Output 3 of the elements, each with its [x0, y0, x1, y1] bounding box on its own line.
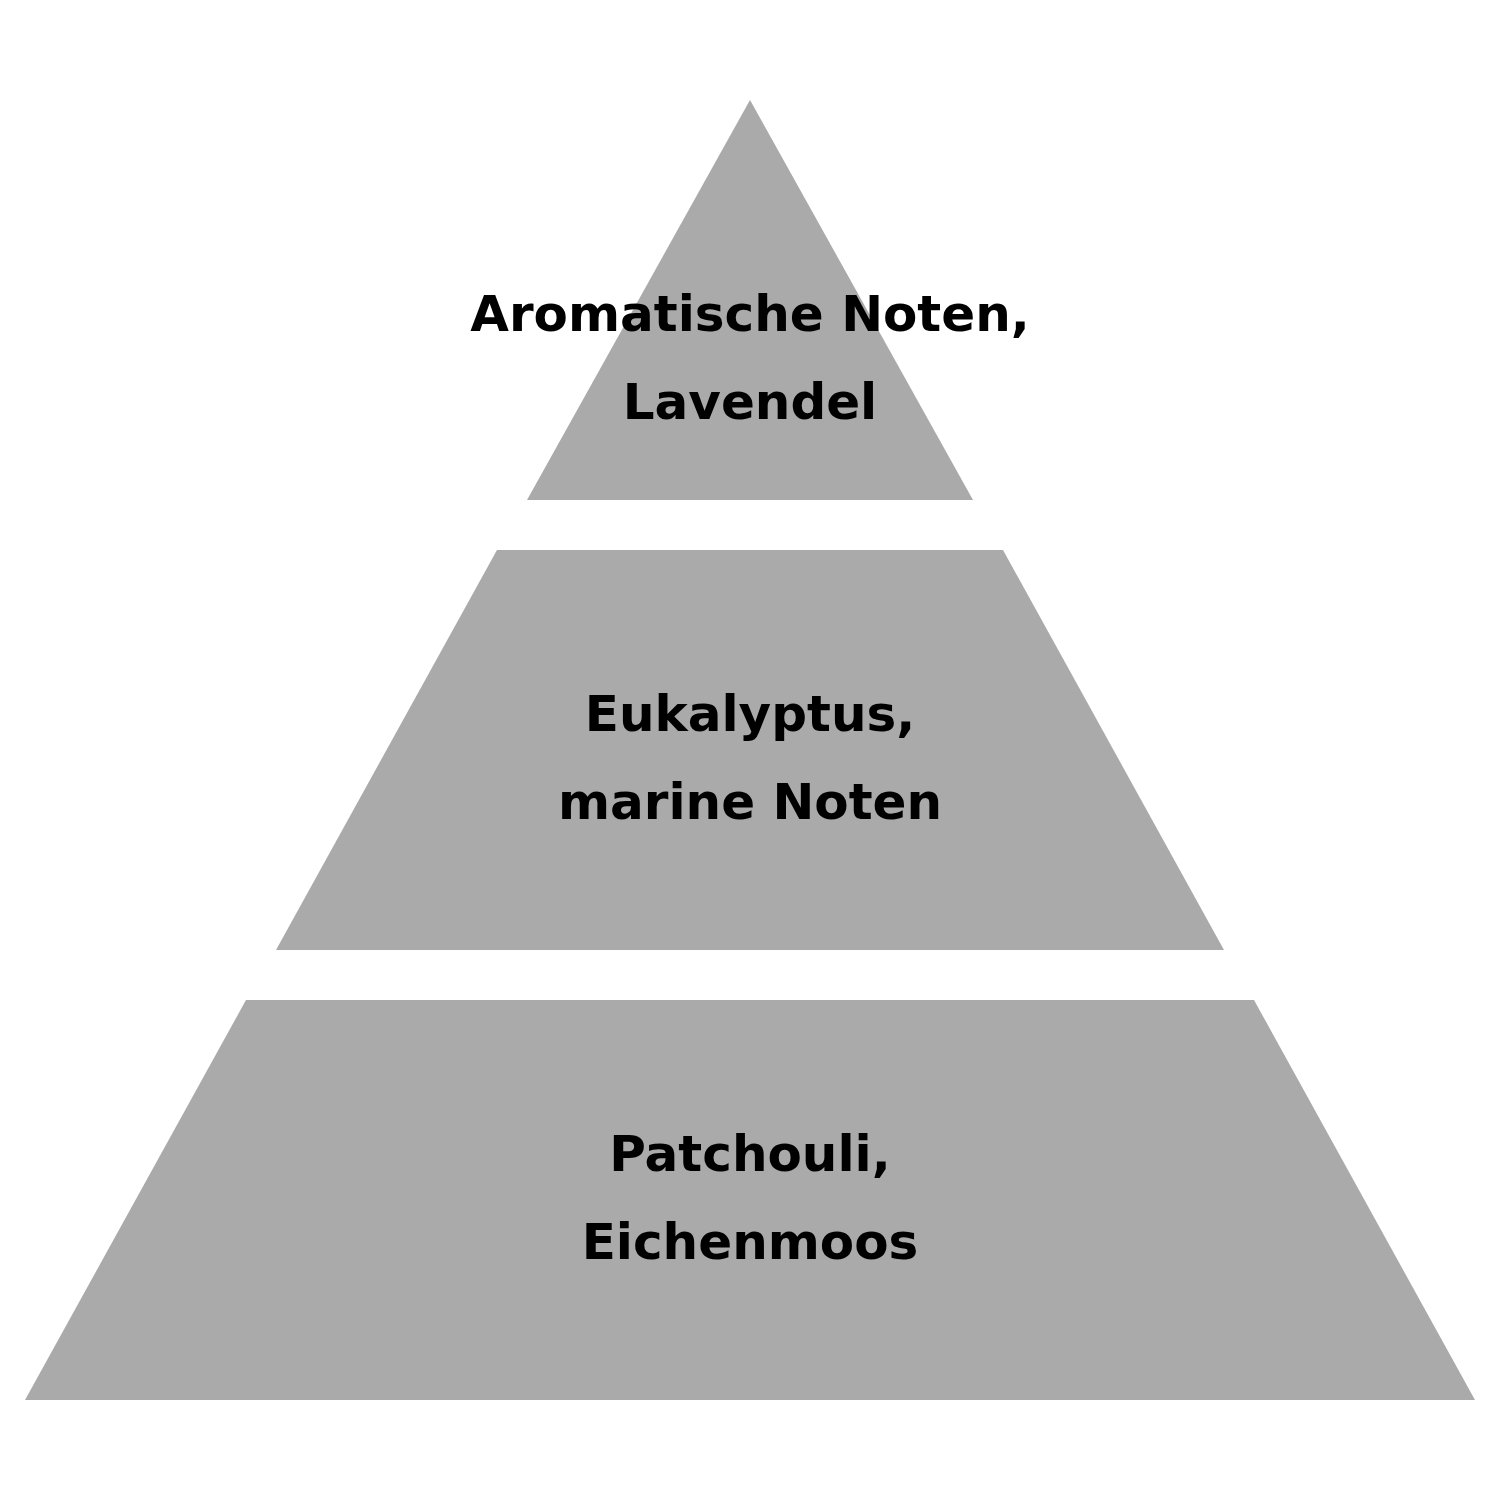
- tier-label: Patchouli, Eichenmoos: [580, 1124, 920, 1273]
- tier-label: Aromatische Noten, Lavendel: [469, 284, 1031, 433]
- tier-label: Eukalyptus, marine Noten: [556, 684, 944, 833]
